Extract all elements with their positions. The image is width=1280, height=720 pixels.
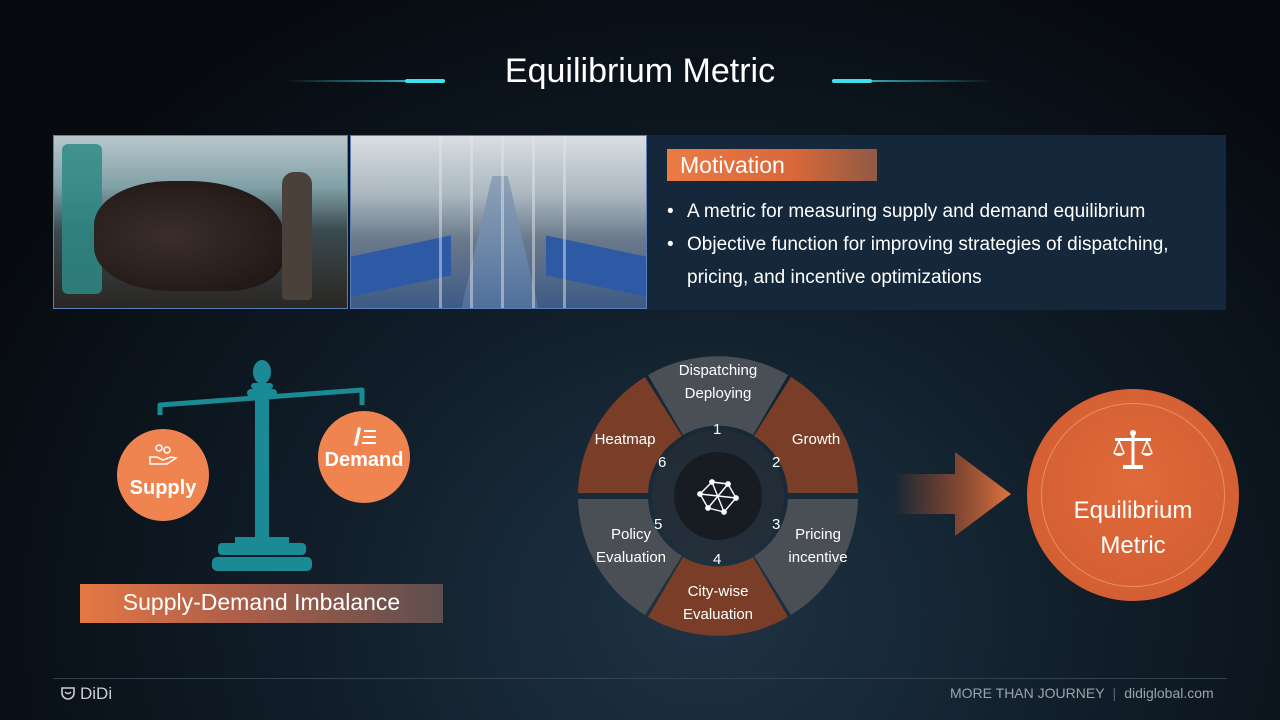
segment-5 [578, 499, 682, 615]
didi-logo-icon [61, 687, 75, 700]
pencil-list-icon [354, 427, 376, 446]
supply-label: Supply [129, 477, 197, 499]
demand-label: Demand [324, 449, 404, 471]
footer-slogan: MORE THAN JOURNEY|didiglobal.com [950, 685, 1214, 701]
balance-scale-graphic: Supply Demand [100, 355, 440, 575]
empty-subway-photo [350, 135, 647, 309]
motivation-heading: Motivation [667, 149, 877, 181]
supply-circle: Supply [117, 429, 209, 521]
crowded-subway-photo [53, 135, 348, 309]
segment-2 [754, 377, 858, 493]
photo-strip [53, 135, 647, 309]
bullet-item: Objective function for improving strateg… [665, 228, 1220, 294]
segment-4-number: 4 [713, 551, 722, 568]
title-bar: Equilibrium Metric [0, 50, 1280, 98]
segment-3-number: 3 [772, 516, 781, 533]
motivation-panel: Motivation A metric for measuring supply… [647, 135, 1226, 310]
arrow-right-icon [893, 452, 1011, 536]
segment-1-number: 1 [713, 421, 722, 438]
equilibrium-metric-label: Equilibrium Metric [1073, 497, 1193, 559]
title-decoration-right [832, 79, 992, 83]
wheel-segments [578, 356, 858, 636]
equilibrium-metric-circle: Equilibrium Metric [1027, 389, 1239, 601]
segment-1 [648, 356, 788, 435]
footer-divider [53, 678, 1227, 679]
segment-4 [648, 557, 788, 636]
slide-title: Equilibrium Metric [504, 52, 776, 90]
motivation-bullets: A metric for measuring supply and demand… [665, 195, 1220, 294]
segment-2-text: Growth [791, 431, 841, 448]
brand-name: DiDi [80, 684, 113, 703]
title-decoration-left [285, 79, 445, 83]
segment-3 [754, 499, 858, 615]
segment-5-number: 5 [654, 516, 663, 533]
imbalance-caption: Supply-Demand Imbalance [80, 584, 443, 623]
balance-scale-icon [1113, 430, 1153, 469]
footer-site: didiglobal.com [1124, 685, 1214, 701]
balance-scale-icon [157, 360, 365, 571]
demand-circle: Demand [318, 411, 410, 503]
network-icon [697, 479, 739, 515]
didi-logo: DiDi [60, 684, 112, 704]
segment-6-text: Heatmap [594, 431, 656, 448]
hand-people-icon [149, 444, 178, 465]
segment-6-number: 6 [658, 454, 667, 471]
bullet-item: A metric for measuring supply and demand… [665, 195, 1220, 228]
segment-2-number: 2 [772, 454, 781, 471]
segment-6 [578, 377, 682, 493]
